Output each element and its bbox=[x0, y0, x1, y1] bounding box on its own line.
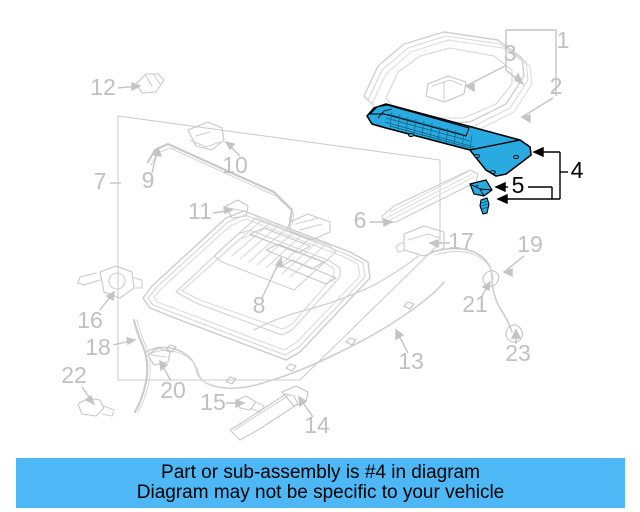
callout-label-19: 19 bbox=[517, 231, 543, 257]
callout-label-21: 21 bbox=[462, 291, 488, 317]
callout-label-5: 5 bbox=[512, 172, 525, 198]
callout-label-17: 17 bbox=[448, 228, 474, 254]
highlighted-part-4[interactable] bbox=[366, 103, 532, 177]
callout-label-7: 7 bbox=[94, 168, 107, 194]
callout-leaders-inactive bbox=[81, 29, 557, 418]
notice-banner: Part or sub-assembly is #4 in diagram Di… bbox=[16, 458, 625, 508]
notice-line-1: Part or sub-assembly is #4 in diagram bbox=[161, 462, 480, 484]
callout-label-13: 13 bbox=[398, 348, 424, 374]
callout-label-11: 11 bbox=[188, 198, 212, 224]
notice-line-2: Diagram may not be specific to your vehi… bbox=[136, 482, 505, 503]
callout-leaders-active bbox=[494, 146, 568, 205]
callout-label-18: 18 bbox=[85, 334, 111, 360]
callout-label-1: 1 bbox=[557, 27, 570, 53]
callout-label-3: 3 bbox=[504, 40, 517, 66]
callout-label-22: 22 bbox=[61, 362, 87, 388]
callout-label-15: 15 bbox=[200, 389, 226, 415]
callout-label-14: 14 bbox=[304, 412, 330, 438]
callout-labels: 1 2 3 4 5 6 7 8 9 10 11 12 13 14 15 16 1… bbox=[61, 27, 583, 438]
callout-label-4: 4 bbox=[571, 157, 584, 183]
callout-label-23: 23 bbox=[505, 340, 531, 366]
callout-label-16: 16 bbox=[77, 307, 103, 333]
callout-label-12: 12 bbox=[90, 74, 116, 100]
callout-label-8: 8 bbox=[253, 292, 266, 318]
callout-label-6: 6 bbox=[354, 207, 367, 233]
callout-label-9: 9 bbox=[142, 167, 155, 193]
callout-label-20: 20 bbox=[160, 377, 186, 403]
highlighted-part-5-screw[interactable] bbox=[479, 197, 490, 215]
callout-label-2: 2 bbox=[550, 73, 563, 99]
callout-label-10: 10 bbox=[222, 152, 248, 178]
highlighted-part-5-bracket[interactable] bbox=[469, 179, 493, 197]
